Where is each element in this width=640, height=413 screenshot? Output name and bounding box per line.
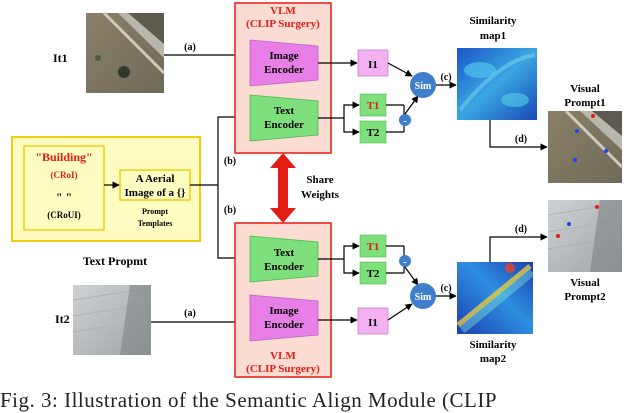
edge-minus-to-sim-bottom <box>404 266 419 286</box>
similarity-map2-line1: Similarity <box>469 339 517 351</box>
minus-node-top <box>399 114 411 126</box>
edge-label-d-top: (d) <box>515 134 527 145</box>
edge-label-d-bottom: (d) <box>515 224 527 235</box>
share-weights-arrow <box>270 153 296 223</box>
sim-node-top <box>410 72 436 98</box>
templates-label1: Prompt <box>142 207 168 216</box>
input-image-it1 <box>86 11 166 93</box>
visual-prompt2-line2: Prompt2 <box>564 291 606 303</box>
t1-bottom-label: T1 <box>367 241 380 253</box>
visual-prompt1-image <box>548 109 624 183</box>
i1-bottom-box <box>357 307 389 335</box>
label-it2: It2 <box>55 312 70 326</box>
i1-bottom-label: I1 <box>368 317 378 329</box>
image-encoder-bottom <box>249 294 319 342</box>
text-encoder-bottom-line1: Text <box>274 247 295 259</box>
vlm-bottom-title: VLM <box>270 350 296 362</box>
image-encoder-top-line1: Image <box>269 50 298 62</box>
template-line2: Image of a {} <box>125 187 186 199</box>
class-croi: (CRoI) <box>51 170 78 180</box>
edge-i1-to-sim-top <box>387 62 413 77</box>
visual-prompt2-line1: Visual <box>570 277 600 289</box>
share-weights-line2: Weights <box>301 189 340 201</box>
vlm-top-title: VLM <box>270 5 296 17</box>
t2-bottom-label: T2 <box>367 268 380 280</box>
sim-bottom-label: Sim <box>415 292 432 303</box>
edge-to-t1-bottom <box>343 242 360 259</box>
figure-caption: Fig. 3: Illustration of the Semantic Ali… <box>0 388 498 412</box>
sim-node-bottom <box>410 283 436 309</box>
class-croui: (CRoUI) <box>47 210 81 220</box>
image-encoder-bottom-line2: Encoder <box>264 319 304 331</box>
vlm-top-subtitle: (CLIP Surgery) <box>246 18 320 30</box>
edge-label-a-bottom: (a) <box>184 308 196 319</box>
text-encoder-top-line2: Encoder <box>264 119 304 131</box>
similarity-map1 <box>457 48 537 120</box>
t2-top-label: T2 <box>367 127 380 139</box>
class-names-box <box>23 145 105 231</box>
share-weights-line1: Share <box>306 174 333 186</box>
visual-prompt1-line1: Visual <box>570 83 600 95</box>
edge-to-t2-top <box>343 118 360 136</box>
visual-prompt1-line2: Prompt1 <box>564 97 605 109</box>
edge-label-b-bottom: (b) <box>224 205 236 216</box>
minus-node-bottom <box>399 255 411 267</box>
minus-bottom-label: - <box>403 256 407 268</box>
similarity-map2-line2: map2 <box>480 353 507 365</box>
similarity-map1-line2: map1 <box>480 30 506 42</box>
i1-top-box <box>357 49 389 77</box>
edge-label-c-top: (c) <box>440 72 451 83</box>
similarity-map2 <box>456 262 535 334</box>
class-empty: " " <box>56 190 72 204</box>
text-encoder-bottom-line2: Encoder <box>264 261 304 273</box>
image-encoder-bottom-line1: Image <box>269 305 298 317</box>
i1-top-label: I1 <box>368 59 378 71</box>
edge-label-a-top: (a) <box>184 42 196 53</box>
image-encoder-top <box>249 39 319 87</box>
templates-label2: Templates <box>138 219 173 228</box>
visual-prompt2-image <box>547 200 623 272</box>
input-image-it2 <box>72 285 152 355</box>
edge-map2-to-prompt2 <box>489 233 548 262</box>
text-prompt-title: Text Propmt <box>83 254 147 268</box>
edge-label-b-top: (b) <box>224 156 236 167</box>
text-encoder-top <box>249 94 319 142</box>
t1-top-label: T1 <box>367 100 380 112</box>
text-encoder-bottom <box>249 235 319 283</box>
minus-top-label: - <box>403 115 407 127</box>
edge-to-t1-top <box>343 101 360 118</box>
vlm-bottom-subtitle: (CLIP Surgery) <box>246 363 320 375</box>
label-it1: It1 <box>53 51 68 65</box>
sim-top-label: Sim <box>415 81 432 92</box>
edge-to-t2-bottom <box>343 259 360 277</box>
edge-i1-to-sim-bottom <box>387 303 413 321</box>
edge-map1-to-prompt1 <box>489 120 548 151</box>
text-encoder-top-line1: Text <box>274 105 295 117</box>
edge-label-c-bottom: (c) <box>440 283 451 294</box>
template-line1: A Aerial <box>136 173 175 185</box>
class-building: "Building" <box>35 150 92 164</box>
image-encoder-top-line2: Encoder <box>264 64 304 76</box>
template-box <box>119 169 191 201</box>
edge-minus-to-sim-top <box>404 95 419 115</box>
similarity-map1-line1: Similarity <box>469 15 517 27</box>
